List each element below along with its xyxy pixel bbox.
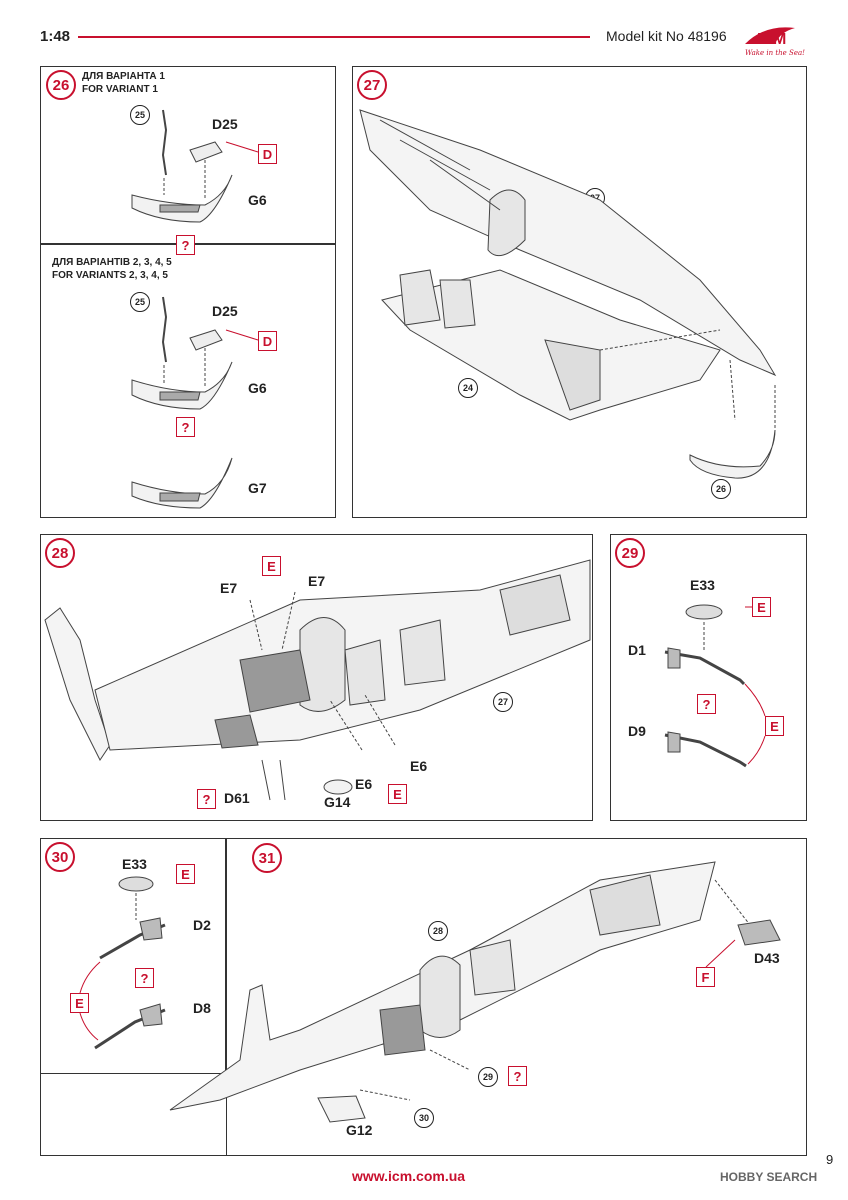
ref-29: 29 [478,1067,498,1087]
ref-25-a: 25 [130,105,150,125]
paint-box-q-30: ? [135,968,154,988]
ref-24: 24 [458,378,478,398]
step-28-number: 28 [45,538,75,568]
header-rule [78,36,590,38]
part-d1: D1 [628,642,646,658]
step-29-number: 29 [615,538,645,568]
step-26-panel [40,66,336,518]
part-g6-b: G6 [248,380,267,396]
part-d9: D9 [628,723,646,739]
seat-g7 [131,457,233,509]
step-29-panel [610,534,807,821]
part-e7-a: E7 [220,580,238,596]
fuselage-28 [44,559,591,761]
part-e7-b: E7 [308,573,326,589]
part-d2: D2 [193,917,211,933]
brand-text: ICM [757,31,786,48]
step-26-number: 26 [46,70,76,100]
icm-logo: ICM Wake in the Sea! [735,22,815,58]
brand-tagline: Wake in the Sea! [745,49,805,57]
fuselage-half-upper [359,109,777,377]
part-g6-a: G6 [248,192,267,208]
scale-label: 1:48 [40,28,71,45]
ref-27: 27 [493,692,513,712]
part-g12: G12 [346,1122,373,1138]
paint-box-q-b: ? [176,417,195,437]
decal-box-d-a: D [258,144,277,164]
decal-box-e-30a: E [176,864,195,884]
paint-box-q-28: ? [197,789,216,809]
decal-box-e-30b: E [70,993,89,1013]
ref-28: 28 [428,921,448,941]
part-e6-b: E6 [410,758,428,774]
paint-box-q-a: ? [176,235,195,255]
seat-assembly-a [131,109,233,223]
decal-box-e-29b: E [765,716,784,736]
decal-box-e-28a: E [262,556,281,576]
page-number: 9 [826,1152,834,1167]
part-e33-a: E33 [690,577,715,593]
part-e6-a: E6 [355,776,373,792]
fuselage-half-lower [381,269,721,421]
decal-box-d-b: D [258,331,277,351]
decal-box-e-29a: E [752,597,771,617]
part-d8: D8 [193,1000,211,1016]
part-d43: D43 [754,950,780,966]
ref-30: 30 [414,1108,434,1128]
step-31-number: 31 [252,843,282,873]
decal-box-e-28b: E [388,784,407,804]
fuselage-31 [169,861,716,1111]
ref-25-b: 25 [130,292,150,312]
paint-box-q-29: ? [697,694,716,714]
footer-url: www.icm.com.ua [352,1168,466,1184]
paint-box-q-31: ? [508,1066,527,1086]
seat-assembly-b [131,296,233,410]
step-30-number: 30 [45,842,75,872]
ref-26: 26 [711,479,731,499]
watermark: HOBBY SEARCH [720,1170,818,1184]
part-g14: G14 [324,794,351,810]
step-27-number: 27 [357,70,387,100]
decal-box-f: F [696,967,715,987]
part-d61: D61 [224,790,250,806]
part-d25-a: D25 [212,116,238,132]
part-d25-b: D25 [212,303,238,319]
part-g7: G7 [248,480,267,496]
kit-number: Model kit No 48196 [606,28,727,44]
step-31-lower-panel [40,1073,227,1156]
part-e33-b: E33 [122,856,147,872]
